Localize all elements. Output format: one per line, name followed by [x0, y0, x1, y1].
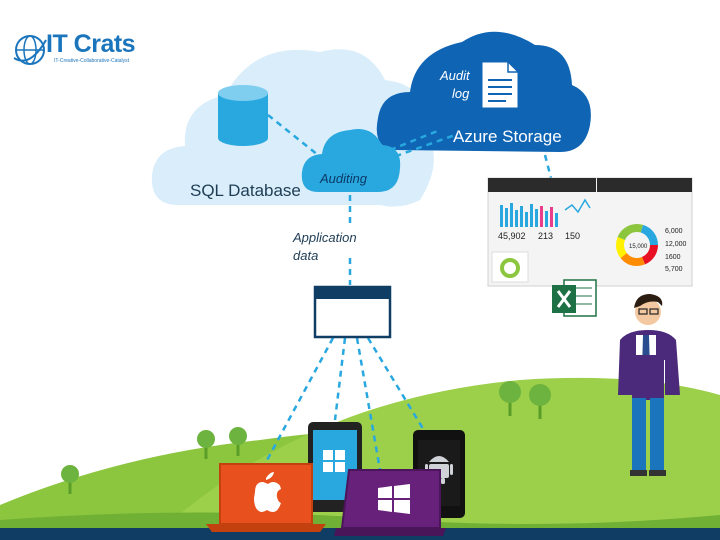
azure-storage-label: Azure Storage	[453, 127, 562, 146]
mac-laptop	[206, 463, 326, 532]
apple-icon	[254, 472, 281, 512]
dashboard-stat-3: 150	[565, 231, 580, 241]
document-icon	[481, 61, 519, 109]
dashboard-stat-1: 45,902	[498, 231, 526, 241]
trees	[61, 381, 551, 494]
audit-log-label-line2: log	[452, 86, 470, 101]
donut-chart	[616, 224, 658, 266]
bar-chart-mini	[500, 203, 558, 227]
audit-log-label-line1: Audit	[439, 68, 471, 83]
donut-center-value: 15,000	[629, 244, 648, 250]
windows-tablet	[334, 469, 446, 536]
windows-logo-small	[323, 450, 345, 472]
azure-storage-cloud	[376, 31, 591, 153]
dashboard-right-value-3: 1600	[665, 254, 681, 261]
dashboard-right-value-2: 12,000	[665, 241, 687, 248]
excel-icon	[552, 279, 597, 317]
logo-title: IT Crats	[46, 30, 136, 58]
dashboard-screenshot: 45,902 213 150 15,000 6,000 12,000 1600 …	[487, 177, 693, 287]
globe-icon	[13, 35, 47, 65]
application-data-label-line2: data	[293, 248, 318, 263]
auditing-cloud	[301, 129, 401, 192]
dashboard-stat-2: 213	[538, 231, 553, 241]
application-data-label-line1: Application	[292, 230, 357, 245]
database-icon	[218, 85, 268, 146]
person-icon	[618, 294, 680, 476]
dashboard-right-value-1: 6,000	[665, 228, 683, 235]
sql-database-label: SQL Database	[190, 181, 301, 200]
window-icon	[313, 285, 392, 339]
logo-tagline: IT-Creative-Collaborative-Catalyst	[54, 58, 130, 64]
connectors	[264, 114, 554, 471]
dashboard-right-value-4: 5,700	[665, 266, 683, 273]
itcrats-logo: IT Crats IT-Creative-Collaborative-Catal…	[12, 28, 162, 74]
windows-icon	[378, 484, 410, 514]
auditing-label: Auditing	[319, 171, 368, 186]
